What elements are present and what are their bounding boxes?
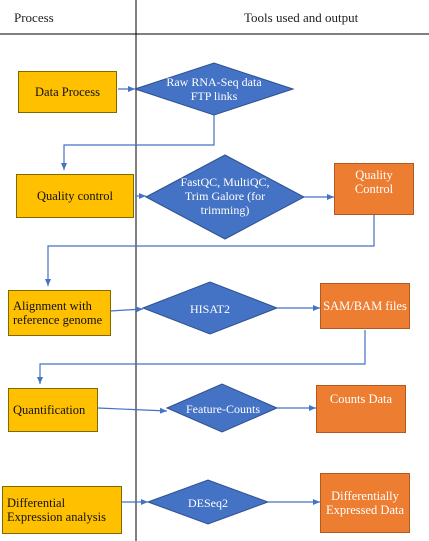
process-box-quantification: Quantification [8, 388, 98, 432]
arrow-quantification-to-featurecounts [97, 407, 168, 414]
tool-label-fastqc: FastQC, MultiQC, Trim Galore (for trimmi… [180, 175, 270, 217]
tools-column-header: Tools used and output [244, 10, 359, 25]
process-box-alignment: Alignment with reference genome [8, 290, 111, 336]
process-column-header: Process [14, 10, 54, 25]
output-box-differentially-expressed: Differentially Expressed Data [320, 473, 410, 533]
arrow-quality-control-to-alignment [45, 214, 375, 286]
tool-label-hisat2: HISAT2 [189, 302, 230, 316]
output-box-counts-data: Counts Data [316, 385, 406, 433]
tool-label-raw-rnaseq: Raw RNA-Seq data FTP links [166, 75, 262, 103]
arrow-alignment-to-hisat2 [109, 306, 144, 313]
output-box-sam-bam: SAM/BAM files [320, 283, 410, 329]
process-box-quality-control: Quality control [16, 174, 134, 218]
process-box-differential-expression: Differential Expression analysis [2, 486, 122, 534]
tool-label-deseq2: DESeq2 [188, 496, 228, 510]
arrow-sambam-to-quantification [37, 330, 366, 384]
arrow-ftp-to-qc [61, 115, 215, 170]
process-box-data-process: Data Process [18, 71, 117, 113]
output-box-quality-control: Quality Control [334, 163, 414, 215]
tool-diamond-raw-rnaseq [133, 62, 295, 116]
tool-label-featurecounts: Feature-Counts [186, 402, 260, 416]
